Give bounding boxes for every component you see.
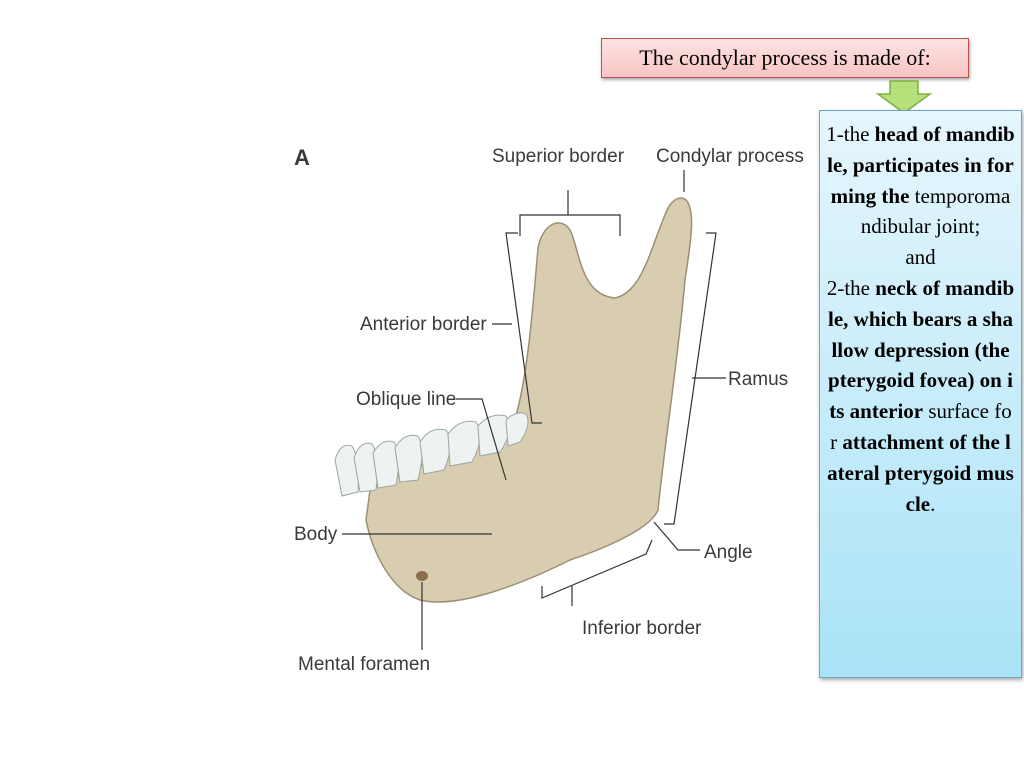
label-ramus: Ramus bbox=[728, 369, 788, 390]
info-box: 1-the head of mandible, participates in … bbox=[819, 110, 1022, 678]
info-text-1b: head of mandible, participates in formin… bbox=[827, 122, 1015, 208]
label-condylar-process: Condylar process bbox=[656, 146, 804, 167]
info-text-1a: 1-the bbox=[826, 122, 875, 146]
info-text-1c: temporomandibular joint; bbox=[860, 183, 1011, 239]
info-text-2e: . bbox=[930, 491, 936, 516]
slide-title-box: The condylar process is made of: bbox=[601, 38, 969, 78]
panel-letter: A bbox=[294, 145, 310, 170]
info-text-2c: surface for bbox=[830, 399, 1012, 454]
leader-lines bbox=[342, 170, 726, 650]
label-angle: Angle bbox=[704, 542, 753, 563]
teeth bbox=[334, 412, 529, 497]
slide-title: The condylar process is made of: bbox=[639, 45, 931, 70]
mental-foramen-hole bbox=[416, 571, 428, 581]
mandible-diagram: A Superior border Condylar process Anter… bbox=[294, 145, 804, 675]
label-superior-border: Superior border bbox=[492, 146, 625, 167]
info-text-2b: neck of mandible, which bears a shallow … bbox=[828, 275, 1015, 424]
label-anterior-border: Anterior border bbox=[360, 314, 487, 335]
down-arrow-icon bbox=[876, 80, 932, 114]
info-text-2d: attachment of the lateral pterygoid musc… bbox=[827, 429, 1014, 516]
label-inferior-border: Inferior border bbox=[582, 618, 702, 639]
label-oblique-line: Oblique line bbox=[356, 389, 456, 410]
label-body: Body bbox=[294, 524, 338, 545]
info-text-and: and bbox=[905, 245, 936, 270]
info-text-2a: 2-the bbox=[826, 275, 876, 300]
label-mental-foramen: Mental foramen bbox=[298, 654, 430, 675]
